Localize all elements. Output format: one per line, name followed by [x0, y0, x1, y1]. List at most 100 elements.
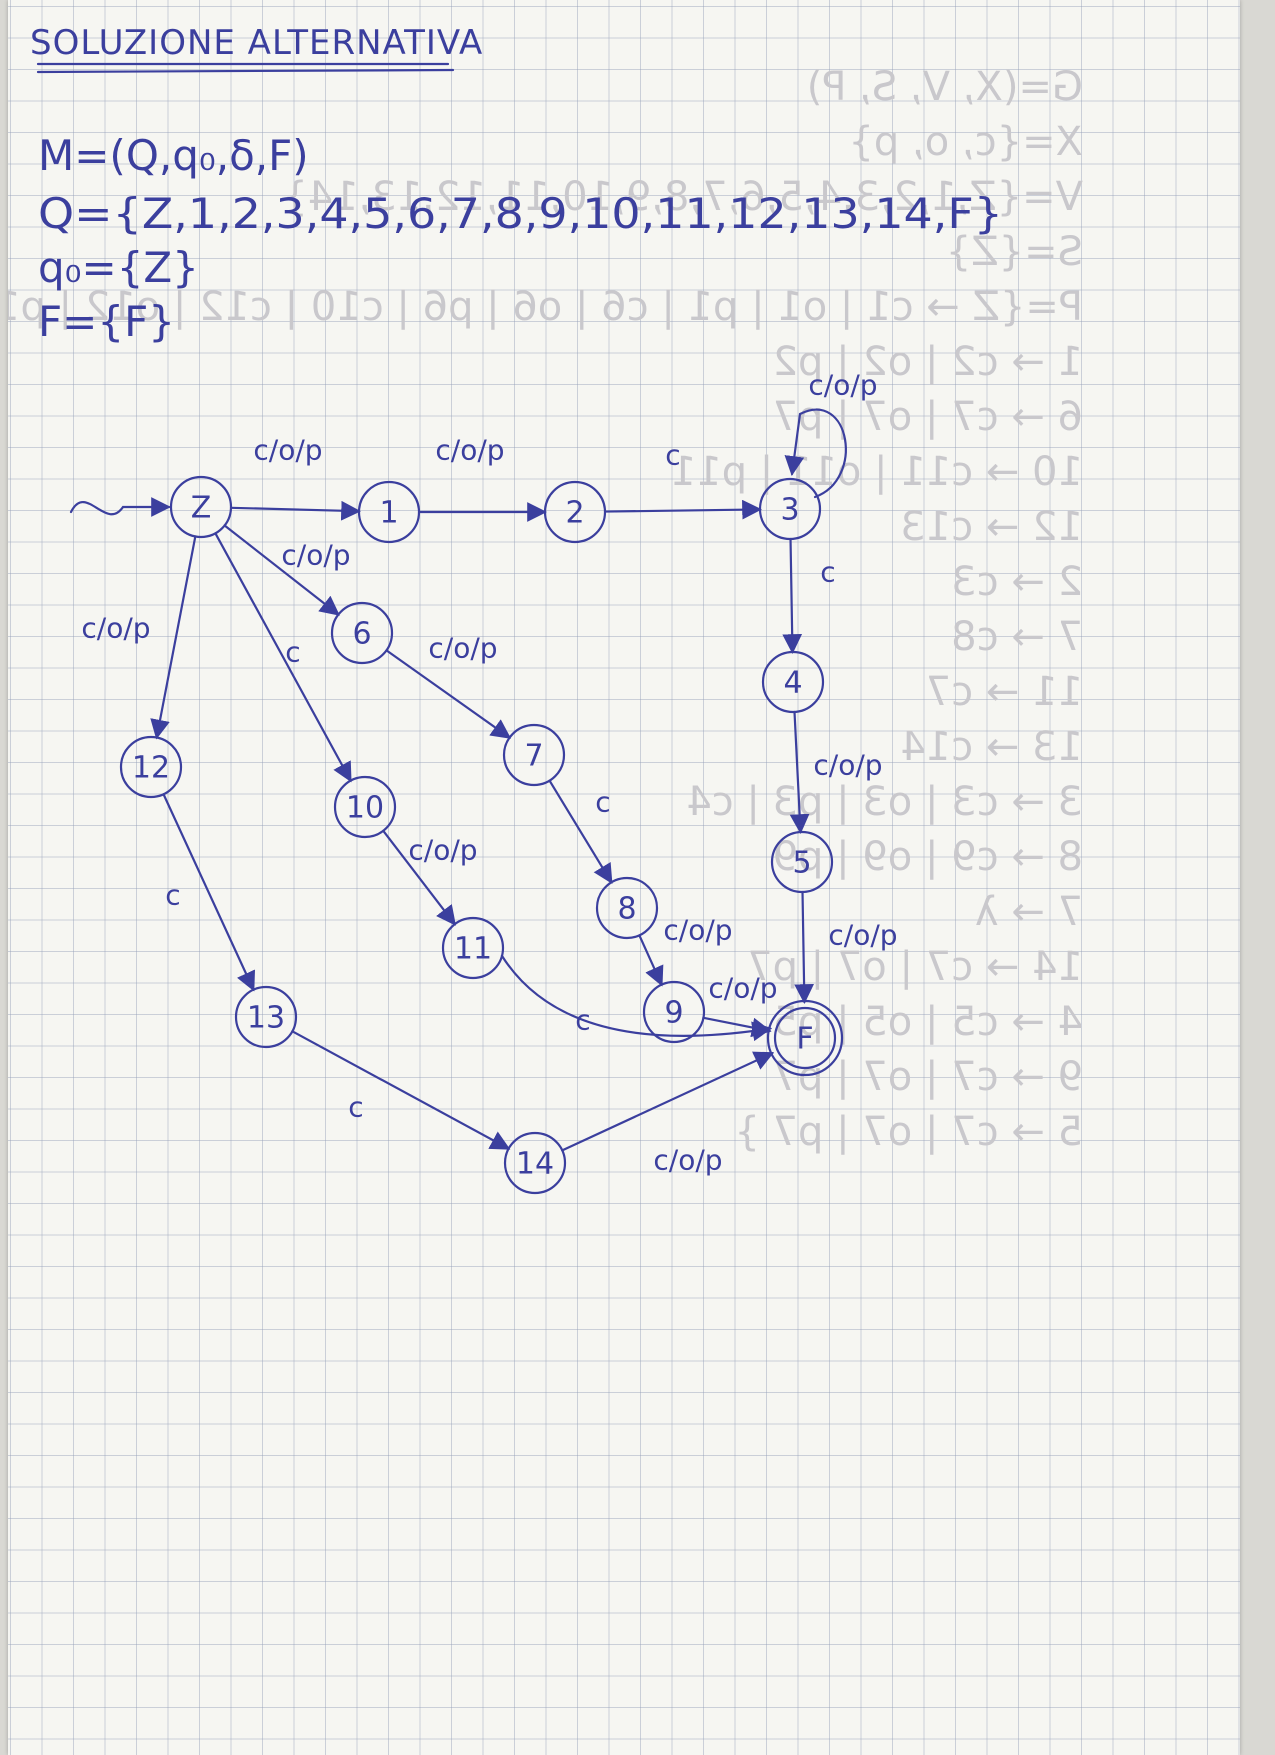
state-8: 8	[595, 876, 659, 940]
page-title: SOLUZIONE ALTERNATIVA	[30, 23, 483, 63]
bleed-through-line: 7 → λ	[975, 889, 1083, 935]
bleed-through-line: 1 → c2 | o2 | p2	[773, 339, 1083, 385]
initial-state-set: q₀={Z}	[38, 243, 199, 292]
state-5: 5	[770, 830, 834, 894]
bleed-through-line: 14 → c7 | o7 | p7	[747, 944, 1083, 990]
transition-6-to-7	[385, 649, 512, 739]
states-set: Q={Z,1,2,3,4,5,6,7,8,9,10,11,12,13,14,F}	[38, 189, 1003, 238]
transition-label-1-to-2: c/o/p	[435, 434, 504, 467]
state-label-14: 14	[516, 1147, 554, 1182]
bleed-through-line: 3 → c3 | o3 | p3 | c4	[686, 779, 1083, 825]
notebook-page: G=(X, V, S, P) X={c, o, p} V={Z,1,2,3,4,5,…	[8, 0, 1240, 1755]
state-label-2: 2	[565, 496, 584, 531]
state-7: 7	[502, 723, 566, 787]
state-label-12: 12	[132, 751, 170, 786]
state-label-3: 3	[780, 493, 799, 528]
transition-Z-to-10	[214, 532, 352, 783]
state-label-7: 7	[524, 739, 543, 774]
state-label-1: 1	[379, 496, 398, 531]
transition-9-to-F	[702, 1016, 772, 1038]
state-circle-13	[234, 985, 298, 1049]
transition-label-Z-to-1: c/o/p	[253, 434, 322, 467]
transition-3-to-4	[782, 537, 803, 654]
transition-label-3-to-3: c/o/p	[808, 369, 877, 402]
state-circle-14	[503, 1131, 567, 1195]
automaton-diagram: G=(X, V, S, P) X={c, o, p} V={Z,1,2,3,4,5,…	[8, 23, 1083, 1195]
final-state-ring	[766, 999, 844, 1077]
state-circle-8	[595, 876, 659, 940]
machine-definition: M=(Q,q₀,δ,F)	[38, 131, 309, 180]
bleed-through-line: P={Z → c1 | o1 | p1 | c6 | o6 | p6 | c10…	[8, 284, 1083, 330]
transition-label-9-to-F: c/o/p	[708, 972, 777, 1005]
transition-12-to-13	[162, 793, 256, 992]
transition-7-to-8	[548, 779, 613, 885]
bleed-through-text: G=(X, V, S, P) X={c, o, p} V={Z,1,2,3,4,5,…	[8, 64, 1083, 1155]
bleed-through-line: G=(X, V, S, P)	[807, 64, 1083, 110]
bleed-through-line: 7 → c8	[951, 614, 1083, 660]
state-F: F	[766, 999, 844, 1077]
state-circle-12	[119, 735, 183, 799]
state-13: 13	[234, 985, 298, 1049]
transitions: c/o/p c/o/p c c/o/p c c/o/p c/o/p c/o/p c/o/p c c/…	[69, 369, 898, 1177]
transition-label-8-to-9: c/o/p	[663, 914, 732, 947]
transition-Z-to-6	[223, 524, 340, 616]
state-circle-11	[441, 916, 505, 980]
bleed-through-line: S={Z}	[946, 229, 1083, 275]
transition-13-to-14	[291, 1030, 511, 1150]
state-14: 14	[503, 1131, 567, 1195]
state-label-9: 9	[664, 996, 683, 1031]
title-underline	[36, 62, 455, 74]
transition-label-6-to-7: c/o/p	[428, 632, 497, 665]
state-circle-1	[357, 480, 421, 544]
state-9: 9	[642, 980, 706, 1044]
state-circle-2	[543, 480, 607, 544]
state-label-13: 13	[247, 1001, 285, 1036]
transition-14-to-F	[561, 1051, 775, 1152]
state-2: 2	[543, 480, 607, 544]
transition-label-3-to-4: c	[820, 556, 835, 589]
transition-label-Z-to-12: c/o/p	[81, 612, 150, 645]
transition-8-to-9	[638, 934, 664, 987]
bleed-through-line: 11 → c7	[926, 669, 1083, 715]
final-state-set: F={F}	[38, 297, 175, 346]
state-circle-7	[502, 723, 566, 787]
state-circle-10	[333, 775, 397, 839]
state-12: 12	[119, 735, 183, 799]
transition-10-to-11	[382, 829, 456, 926]
initial-state-arrow	[69, 497, 171, 517]
state-circle-9	[642, 980, 706, 1044]
bleed-through-line: V={Z,1,2,3,4,5,6,7,8,9,10,11,12,13,14}	[282, 174, 1083, 220]
state-label-6: 6	[352, 617, 371, 652]
bleed-through-line: 2 → c3	[951, 559, 1083, 605]
state-circle-4	[761, 650, 825, 714]
bleed-through-line: 10 → c11 | o11 | p11	[671, 449, 1083, 495]
bleed-through-line: 5 → c7 | o7 | p7 }	[734, 1109, 1083, 1155]
transition-3-to-3	[784, 408, 847, 499]
transition-label-10-to-11: c/o/p	[408, 834, 477, 867]
bleed-through-line: X={c, o, p}	[848, 119, 1083, 165]
transition-label-4-to-5: c/o/p	[813, 749, 882, 782]
bleed-through-line: 4 → c5 | o5 | p5	[773, 999, 1083, 1045]
state-label-10: 10	[346, 791, 384, 826]
bleed-through-line: 12 → c13	[900, 504, 1083, 550]
state-Z: Z	[169, 475, 233, 539]
state-11: 11	[441, 916, 505, 980]
transition-5-to-F	[794, 890, 814, 1004]
transition-label-Z-to-6: c/o/p	[281, 539, 350, 572]
state-6: 6	[330, 601, 394, 665]
state-label-11: 11	[454, 932, 492, 967]
transition-label-7-to-8: c	[595, 786, 610, 819]
state-label-F: F	[796, 1022, 813, 1057]
state-circle-5	[770, 830, 834, 894]
transition-label-11-to-F: c	[575, 1004, 590, 1037]
transition-label-12-to-13: c	[165, 879, 180, 912]
state-circle-6	[330, 601, 394, 665]
state-10: 10	[333, 775, 397, 839]
transition-4-to-5	[789, 710, 810, 835]
bleed-through-line: 6 → c7 | o7 | p7	[773, 394, 1083, 440]
bleed-through-line: 13 → c14	[900, 724, 1083, 770]
transition-Z-to-12	[150, 535, 197, 740]
state-4: 4	[761, 650, 825, 714]
state-circle-Z	[169, 475, 233, 539]
